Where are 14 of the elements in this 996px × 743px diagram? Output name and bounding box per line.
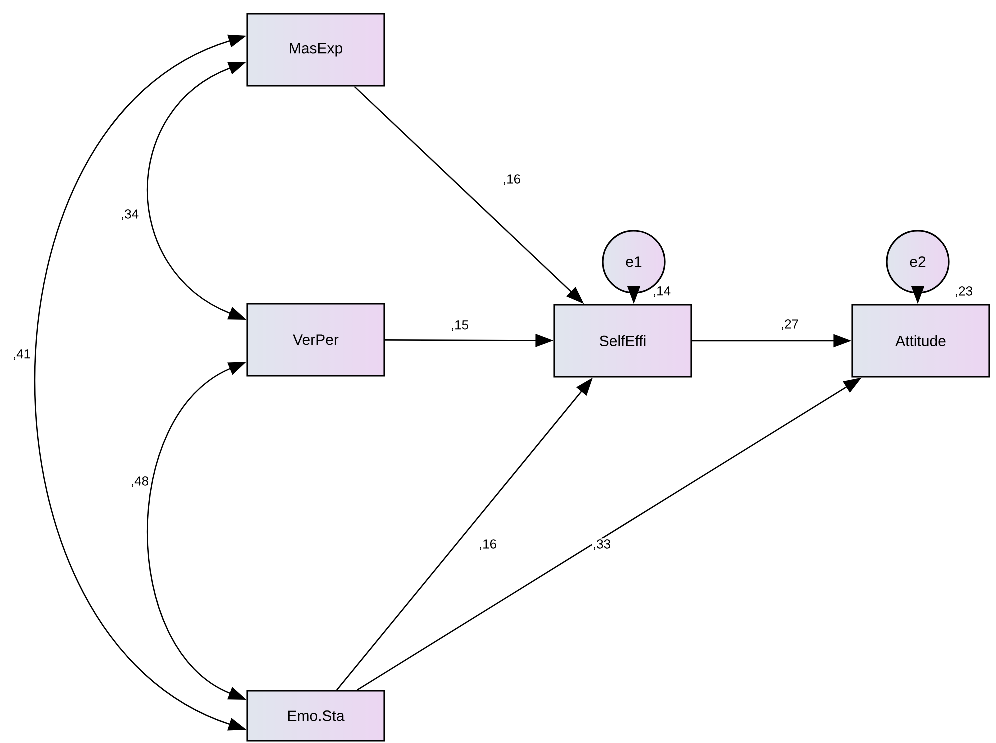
edge-label: ,33: [592, 538, 612, 552]
edge-label: ,48: [130, 476, 150, 488]
variable-box: MasExp: [246, 13, 386, 87]
variable-box: Attitude: [852, 304, 990, 378]
edge-label: ,15: [450, 320, 470, 332]
edge-label: ,41: [12, 348, 32, 362]
edge-label: ,34: [120, 208, 140, 222]
edge-label: ,16: [502, 174, 522, 186]
variable-box: VerPer: [246, 303, 386, 377]
coefficient-label: ,23: [956, 286, 972, 298]
variable-box: Emo.Sta: [246, 690, 386, 742]
variable-box: SelfEffi: [554, 304, 692, 378]
edge-label: ,16: [478, 538, 498, 552]
edge-label: ,27: [780, 318, 800, 332]
